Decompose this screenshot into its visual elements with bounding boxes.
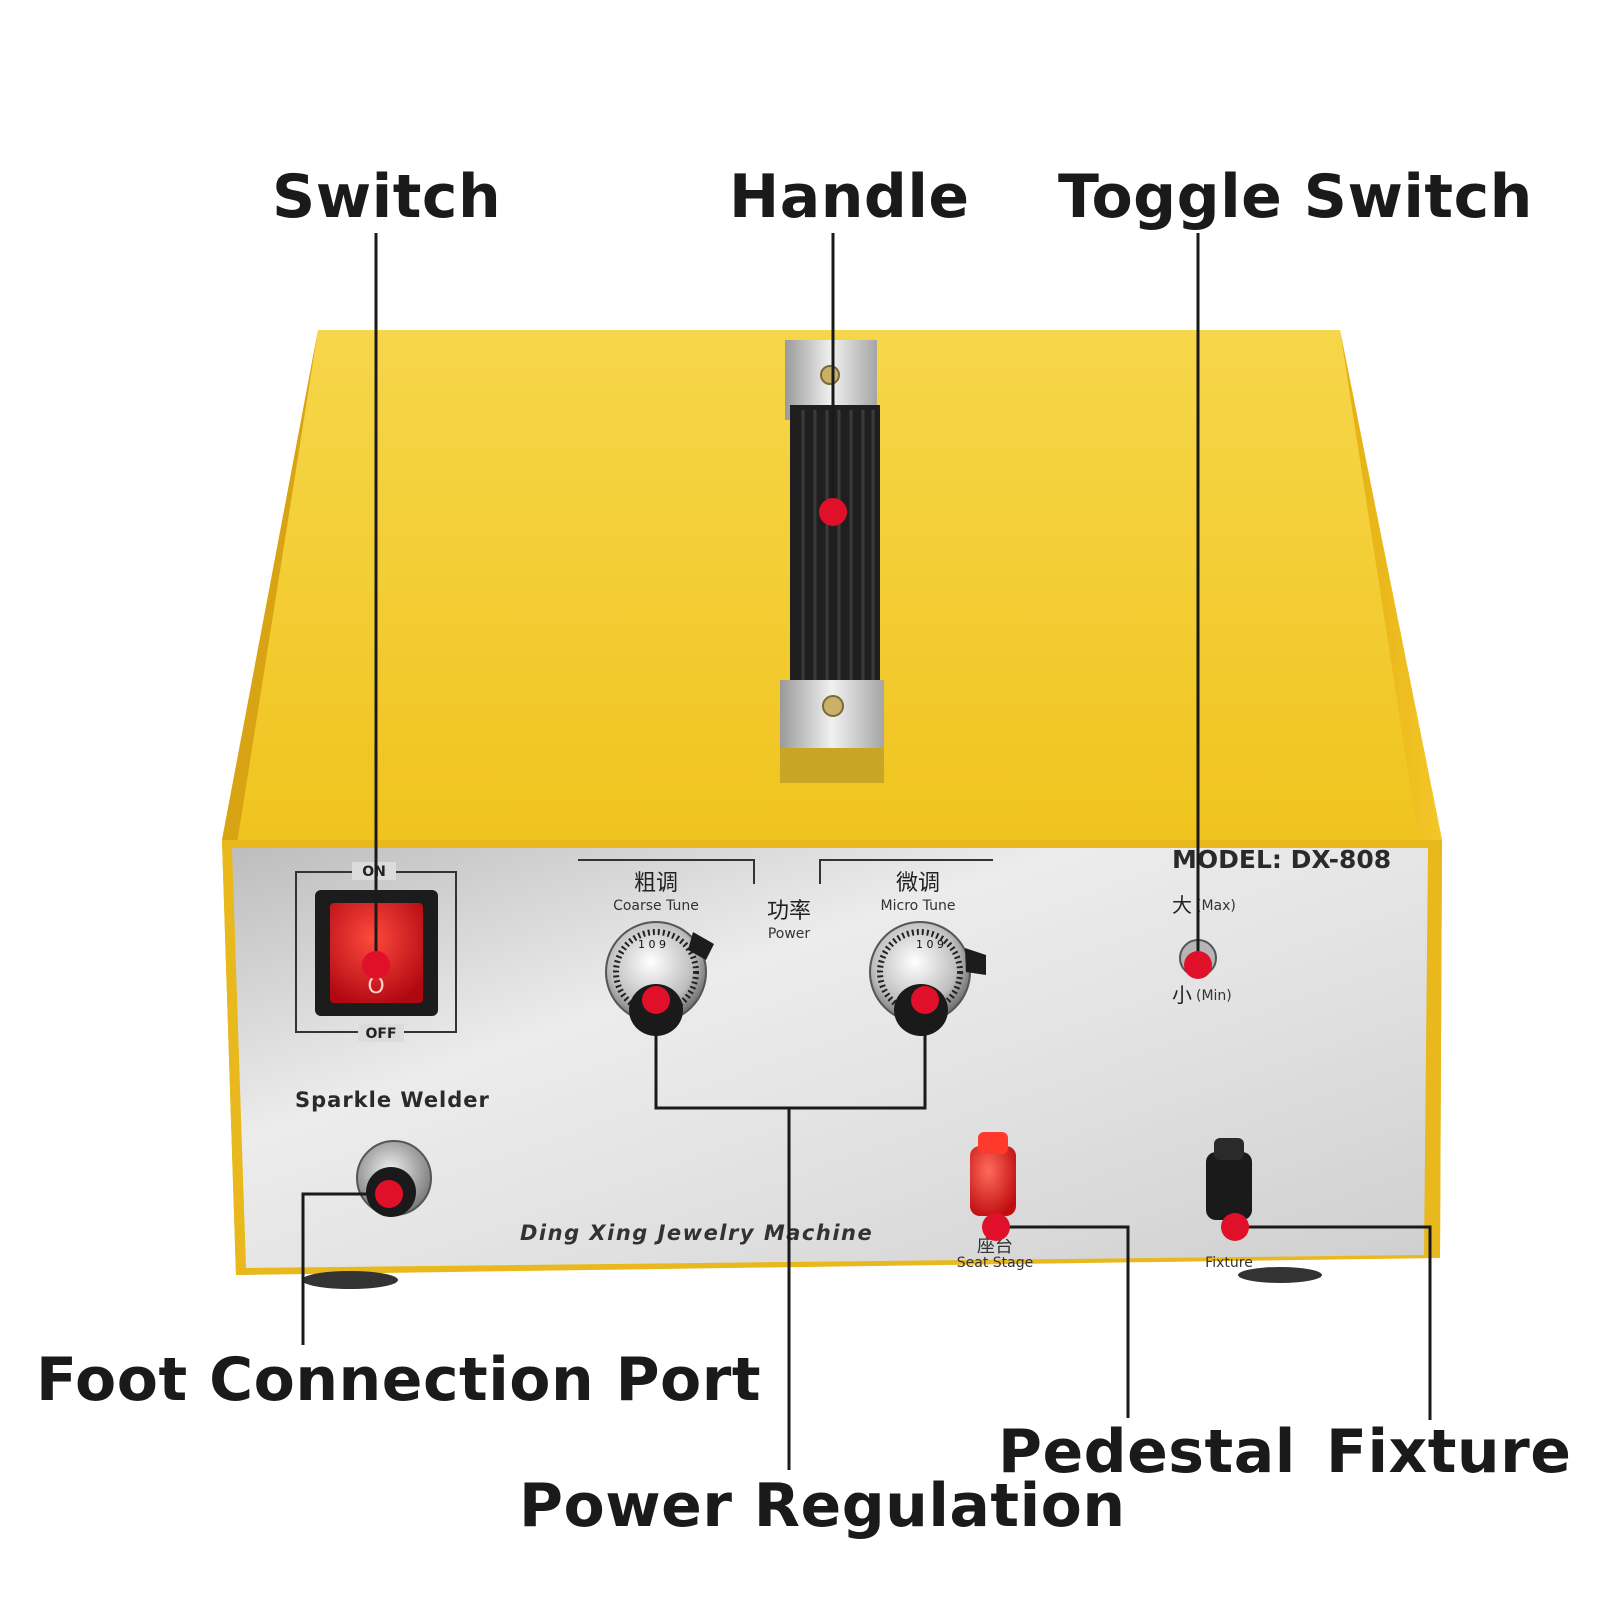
power-en: Power [768, 926, 811, 942]
callout-toggle-switch: Toggle Switch [1058, 162, 1533, 232]
seat-stage-en: Seat Stage [957, 1255, 1033, 1271]
model-label: MODEL: DX-808 [1172, 845, 1391, 874]
rocker-off-glyph: O [367, 974, 384, 999]
callout-switch: Switch [272, 162, 502, 232]
marker-pedestal [982, 1213, 1010, 1241]
micro-dial-lever [965, 948, 986, 975]
marker-switch [362, 951, 390, 979]
fixture-cap [1214, 1138, 1244, 1160]
min-en: (Min) [1196, 988, 1232, 1004]
coarse-tune-cn: 粗调 [634, 871, 678, 896]
power-switch-group: ON OFF I O [295, 862, 457, 1042]
coarse-tune-en: Coarse Tune [613, 898, 699, 914]
product-name-label: Sparkle Welder [295, 1088, 490, 1112]
handle-grip [790, 405, 880, 690]
marker-coarse [642, 986, 670, 1014]
fixture-panel-label: Fixture [1205, 1255, 1253, 1271]
off-label: OFF [365, 1026, 396, 1042]
on-label: ON [362, 864, 386, 880]
marker-toggle [1184, 951, 1212, 979]
handle-screw-top [820, 365, 840, 385]
power-cn: 功率 [767, 899, 811, 924]
coarse-dial-scale [613, 929, 699, 1015]
marker-fixture [1221, 1213, 1249, 1241]
leader-pedestal [996, 1225, 1130, 1418]
marker-micro [911, 986, 939, 1014]
micro-dial-scale [877, 929, 963, 1015]
off-label-bg [358, 1024, 404, 1042]
handle-screw-bottom [822, 695, 844, 717]
handle[interactable] [780, 340, 884, 783]
markers [362, 498, 1249, 1241]
handle-ribs [801, 410, 875, 685]
seat-stage-cn: 座台 [977, 1236, 1013, 1257]
coarse-dial-digits: 1 0 9 [638, 938, 666, 951]
micro-tune-cn: 微调 [896, 871, 940, 896]
case-left-side [222, 330, 318, 1275]
tune-brackets [578, 859, 993, 884]
pedestal-post [970, 1146, 1016, 1216]
micro-dial-digits: 1 0 9 [916, 938, 944, 951]
on-label-bg [352, 862, 396, 880]
callout-foot-connection-port: Foot Connection Port [36, 1345, 762, 1415]
marker-handle [819, 498, 847, 526]
leader-lines [301, 233, 1432, 1470]
max-cn: 大 [1172, 893, 1192, 917]
leader-fixture [1235, 1225, 1432, 1420]
callout-power-regulation: Power Regulation [519, 1471, 1126, 1541]
callout-fixture: Fixture [1326, 1417, 1572, 1487]
foot-right [1238, 1267, 1322, 1283]
leader-foot-port [301, 1192, 389, 1345]
pedestal-cap [978, 1132, 1008, 1154]
max-en: (Max) [1196, 898, 1236, 914]
pedestal-terminal[interactable] [970, 1132, 1016, 1216]
brand-label: Ding Xing Jewelry Machine [520, 1221, 873, 1245]
fixture-post [1206, 1152, 1252, 1220]
front-panel [232, 848, 1428, 1268]
micro-tune-en: Micro Tune [881, 898, 956, 914]
marker-foot-port [375, 1180, 403, 1208]
callout-handle: Handle [729, 162, 970, 232]
min-cn: 小 [1172, 983, 1192, 1007]
handle-bracket-base [780, 748, 884, 783]
fixture-terminal[interactable] [1206, 1138, 1252, 1220]
coarse-dial-lever [688, 932, 714, 960]
foot-left [302, 1271, 398, 1289]
callout-pedestal: Pedestal [998, 1417, 1296, 1487]
